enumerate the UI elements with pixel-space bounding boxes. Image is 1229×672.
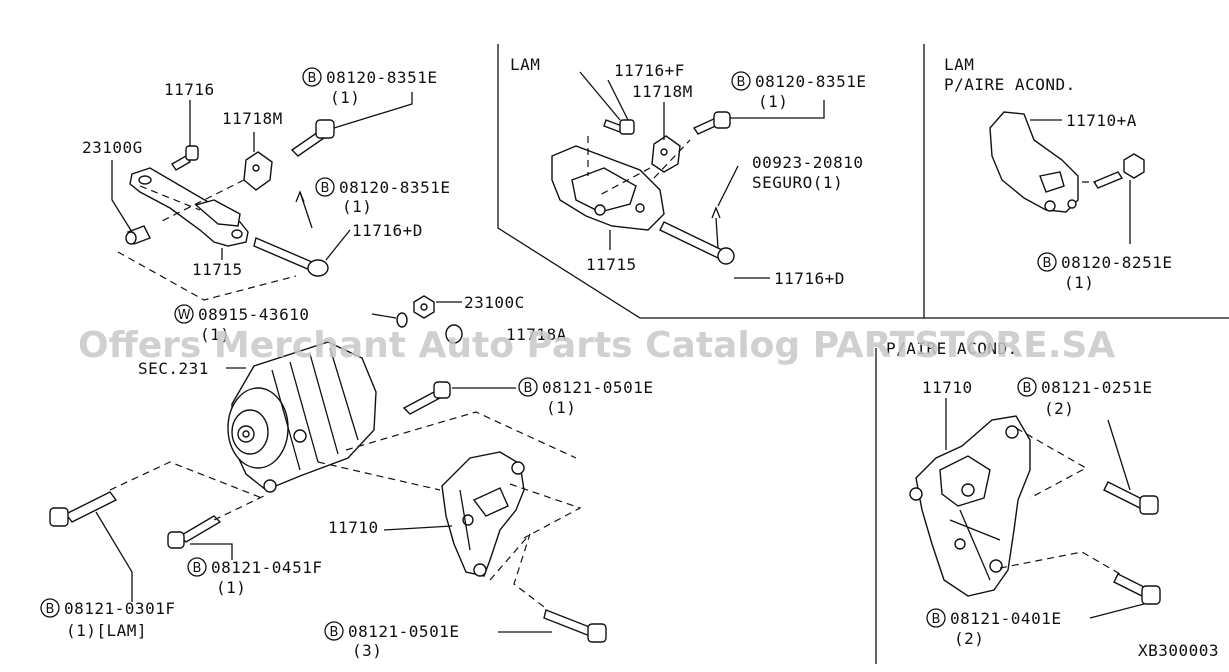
watermark-text: Offers Merchant Auto Parts Catalog PARTS… (78, 325, 1115, 366)
bracket-11710a (989, 111, 1079, 213)
label-23100c: 23100C (464, 293, 525, 312)
diagram-code: XB300003 (1138, 641, 1219, 660)
label-qty: (1) (330, 88, 360, 107)
circle-letter: B (737, 75, 746, 90)
label-qty: (1) (342, 197, 372, 216)
label-qty: (1) (1064, 273, 1094, 292)
circle-letter: B (321, 181, 330, 196)
label-11716f: 11716+F (614, 61, 685, 80)
label-08121-0401e: 08121-0401E (950, 609, 1061, 628)
label-11718a: 11718A (506, 325, 567, 344)
label-11716d: 11716+D (352, 221, 423, 240)
label-11718m: 11718M (222, 109, 283, 128)
leader-lines-alternator (226, 301, 516, 389)
label-qty: (2) (1044, 399, 1074, 418)
bolt-08121-0401e (1113, 573, 1161, 605)
label-23100g: 23100G (82, 138, 143, 157)
circle-marks: B B W B B B B B B B B (40, 67, 1057, 641)
bracket-11710 (441, 451, 525, 577)
lam-arrow-line (715, 217, 719, 249)
label-qty: (1) (200, 325, 230, 344)
bolt-08121-0301f (49, 491, 118, 527)
label-08121-0451f: 08121-0451F (211, 558, 322, 577)
bolt-08121-0501e-upper (402, 381, 451, 415)
label-08120-8351e: 08120-8351E (326, 68, 437, 87)
leader-lines-top-right (1030, 119, 1131, 244)
label-11710a: 11710+A (1066, 111, 1137, 130)
lam-bracket-11715 (551, 145, 665, 231)
label-qty: (1) (758, 92, 788, 111)
lam-spacer-11718m (651, 135, 681, 173)
bolt-08121-0501e-lower (543, 609, 607, 643)
leader-lines-lam (579, 71, 825, 279)
label-08121-0301f: 08121-0301F (64, 599, 175, 618)
label-sec231: SEC.231 (138, 359, 209, 378)
section-title-paire: P/AIRE ACOND. (944, 75, 1076, 94)
label-08121-0501e: 08121-0501E (542, 378, 653, 397)
lam-bolt-11716d (659, 221, 735, 265)
label-qty: (3) (352, 641, 382, 660)
bolt-08120-upper (290, 119, 335, 157)
section-title-lam: LAM (510, 55, 540, 74)
label-08915-43610: 08915-43610 (198, 305, 309, 324)
bolt-11716 (171, 145, 199, 171)
circle-letter: B (308, 71, 317, 86)
label-11715: 11715 (192, 260, 243, 279)
long-bolt-11716d (253, 237, 329, 277)
label-11710: 11710 (922, 378, 973, 397)
dash-lines-lower-left (109, 411, 582, 611)
circle-letter: B (932, 612, 941, 627)
bolt-08121-0251e (1103, 481, 1159, 515)
dash-lines-top-left (117, 179, 297, 301)
bushing-23100g (125, 225, 151, 245)
lam-arrow-head (711, 206, 721, 219)
label-seguro: SEGURO(1) (752, 173, 843, 192)
circle-letter: B (193, 561, 202, 576)
leader-lines-lower-left (95, 511, 552, 633)
bolt-08120-8251e (1092, 153, 1145, 189)
circle-letter: W (178, 308, 191, 323)
panel-dividers (497, 44, 1229, 664)
circle-letter: B (1043, 256, 1052, 271)
alternator (227, 341, 377, 493)
label-11710: 11710 (328, 518, 379, 537)
label-11716: 11716 (164, 80, 215, 99)
label-08120-8251e: 08120-8251E (1061, 253, 1172, 272)
circle-letter: B (330, 625, 339, 640)
circle-letter: B (1023, 381, 1032, 396)
label-11718m: 11718M (632, 82, 693, 101)
label-qty: (1) (546, 398, 576, 417)
label-qty: (2) (954, 629, 984, 648)
spacer-11718a (445, 324, 463, 344)
leader-lines-bottom-right (945, 398, 1145, 619)
label-08120-8351e: 08120-8351E (755, 72, 866, 91)
circle-letter: B (46, 602, 55, 617)
label-qty-lam: (1)[LAM] (66, 621, 147, 640)
label-11716d: 11716+D (774, 269, 845, 288)
lam-bolt-08120 (692, 111, 731, 135)
lam-bolt-11716f (603, 119, 635, 135)
spacer-11718m (243, 151, 273, 191)
arrow-head (295, 190, 305, 203)
leader-lines-top-left (111, 92, 413, 261)
label-08120-8351e: 08120-8351E (339, 178, 450, 197)
bolt-08121-0451f (167, 515, 222, 549)
circle-letter: B (524, 381, 533, 396)
label-08121-0501e: 08121-0501E (348, 622, 459, 641)
bracket-11710-ac (909, 415, 1031, 597)
washer-08915 (396, 312, 408, 328)
section-title-paire: P/AIRE ACOND. (886, 339, 1018, 358)
dash-lines-bottom-right (999, 427, 1121, 575)
label-qty: (1) (216, 578, 246, 597)
label-11715: 11715 (586, 255, 637, 274)
nut-23100c (413, 295, 435, 319)
label-08121-0251e: 08121-0251E (1041, 378, 1152, 397)
section-title-lam: LAM (944, 55, 974, 74)
dash-lines-lam (587, 136, 691, 197)
label-00923-20810: 00923-20810 (752, 153, 863, 172)
